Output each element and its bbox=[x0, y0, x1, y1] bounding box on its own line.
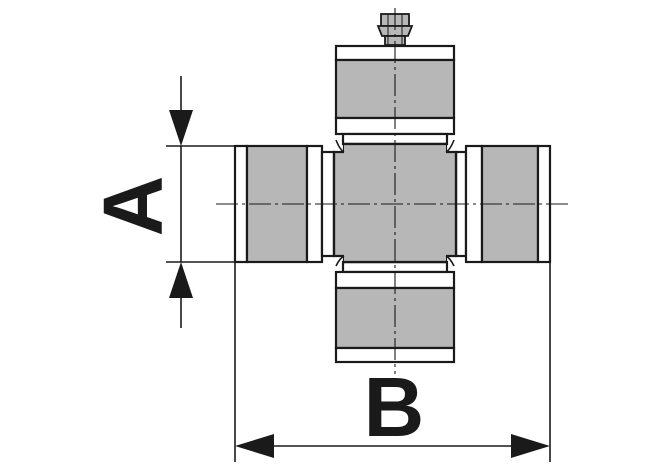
dimension-a bbox=[166, 76, 235, 328]
right-bearing-cup bbox=[454, 144, 552, 264]
grease-nipple bbox=[376, 13, 414, 46]
dimension-b bbox=[234, 262, 551, 462]
dimension-a-label: A bbox=[86, 176, 180, 237]
dimension-b-label: B bbox=[364, 360, 425, 454]
